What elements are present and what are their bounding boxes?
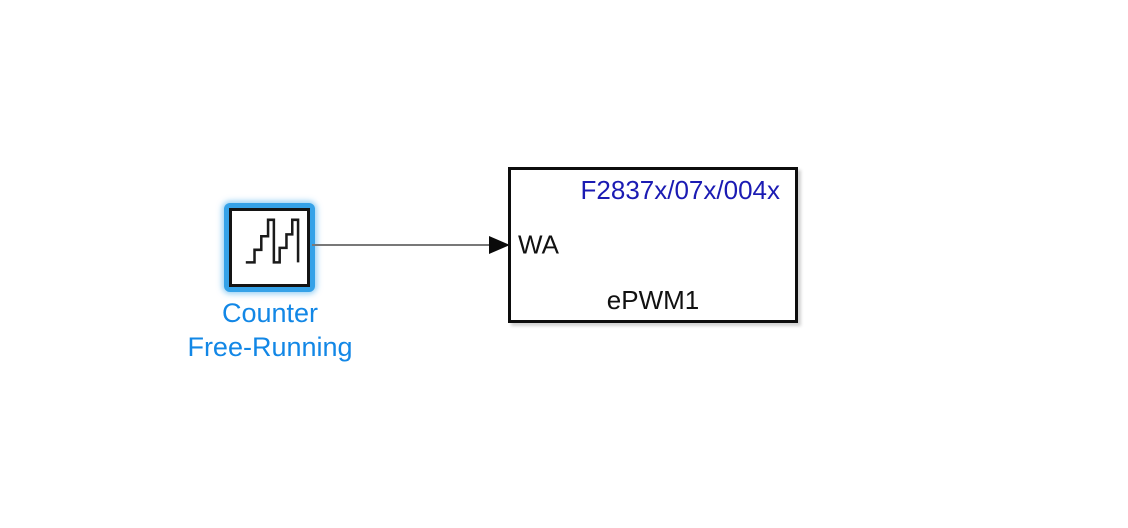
counter-label-line1: Counter bbox=[221, 298, 319, 328]
arrowhead-icon bbox=[489, 236, 510, 254]
counter-free-running-block[interactable] bbox=[229, 208, 310, 287]
signal-line[interactable] bbox=[310, 233, 512, 257]
epwm-block-name: ePWM1 bbox=[606, 285, 700, 315]
epwm1-block[interactable]: F2837x/07x/004x WA ePWM1 bbox=[508, 167, 798, 323]
port-label-wa: WA bbox=[518, 229, 559, 260]
counter-block-label[interactable]: Counter Free-Running bbox=[144, 296, 396, 364]
chip-family-header: F2837x/07x/004x bbox=[580, 175, 780, 205]
counter-label-line2: Free-Running bbox=[187, 332, 353, 362]
counter-block-selection-halo bbox=[224, 203, 315, 292]
staircase-counter-waveform-icon bbox=[245, 218, 299, 264]
